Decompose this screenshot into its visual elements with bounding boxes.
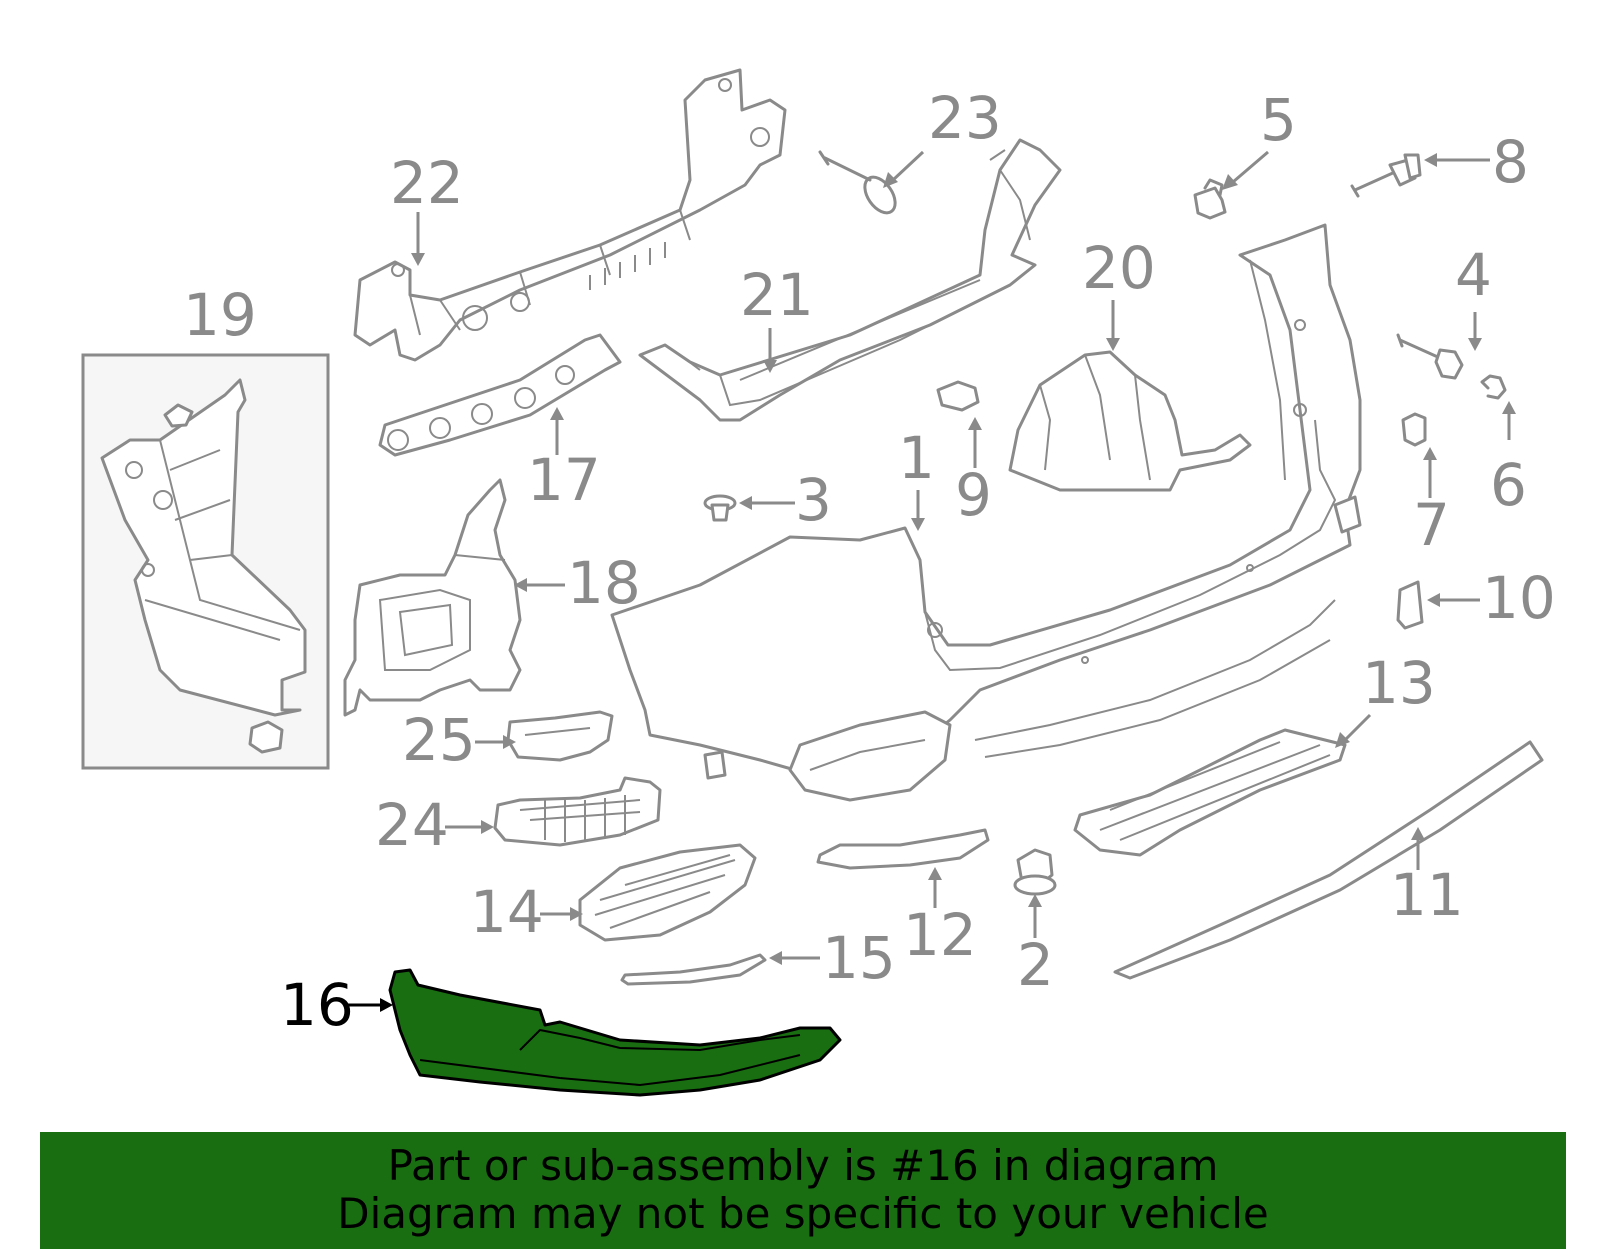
part-2-retainer[interactable] [1013, 848, 1057, 896]
callout-12: 12 [903, 901, 977, 969]
part-22-reinforcement[interactable] [353, 68, 787, 362]
part-13-skid[interactable] [1073, 728, 1347, 857]
part-14-grille[interactable] [578, 843, 757, 942]
part-12-reflector[interactable] [816, 828, 990, 870]
callout-1: 1 [898, 424, 935, 492]
callout-9: 9 [955, 461, 992, 529]
callout-2: 2 [1017, 931, 1054, 999]
callout-20: 20 [1082, 234, 1156, 302]
part-15-molding[interactable] [620, 953, 767, 986]
part-10-cap[interactable] [1396, 580, 1424, 630]
part-17-absorber[interactable] [378, 333, 622, 457]
callout-5: 5 [1260, 86, 1297, 154]
part-23-tow-hook[interactable] [818, 150, 901, 218]
callout-25: 25 [402, 706, 476, 774]
callout-4: 4 [1455, 241, 1492, 309]
callout-3: 3 [795, 466, 832, 534]
callout-labels: 22 23 5 8 19 21 20 4 17 1 9 3 6 7 18 10 … [183, 84, 1556, 1039]
callout-16: 16 [280, 971, 354, 1039]
callout-11: 11 [1390, 861, 1464, 929]
part-16-highlighted[interactable] [388, 968, 842, 1097]
callout-23: 23 [928, 84, 1002, 152]
part-7-clip[interactable] [1401, 412, 1427, 447]
banner-line-1: Part or sub-assembly is #16 in diagram [387, 1141, 1219, 1190]
callout-6: 6 [1490, 451, 1527, 519]
callout-22: 22 [390, 149, 464, 217]
part-19-inset[interactable] [81, 353, 330, 770]
callout-14: 14 [470, 878, 544, 946]
banner-line-2: Diagram may not be specific to your vehi… [337, 1189, 1269, 1238]
part-4-bolt[interactable] [1396, 333, 1464, 380]
part-18-side-bracket[interactable] [343, 478, 522, 717]
part-8-bolt[interactable] [1350, 153, 1422, 198]
callout-24: 24 [375, 791, 449, 859]
callout-10: 10 [1482, 564, 1556, 632]
part-3-push-pin[interactable] [703, 494, 737, 522]
callout-8: 8 [1492, 128, 1529, 196]
part-24-bracket[interactable] [493, 776, 662, 847]
part-1-bumper-cover[interactable] [610, 223, 1362, 802]
part-25-bracket[interactable] [506, 710, 614, 762]
part-6-clip[interactable] [1480, 374, 1507, 400]
part-21-bracket[interactable] [638, 138, 1062, 422]
leader-arrows [345, 150, 1516, 1012]
part-5-clip[interactable] [1193, 178, 1227, 220]
part-11-molding[interactable] [1113, 740, 1544, 980]
part-20-bracket[interactable] [1008, 350, 1252, 492]
callout-13: 13 [1362, 649, 1436, 717]
part-9-clip[interactable] [936, 380, 980, 412]
parts-diagram: 22 23 5 8 19 21 20 4 17 1 9 3 6 7 18 10 … [81, 68, 1556, 1097]
info-banner: Part or sub-assembly is #16 in diagram D… [40, 1132, 1566, 1249]
callout-19: 19 [183, 281, 257, 349]
callout-15: 15 [822, 924, 896, 992]
callout-17: 17 [527, 446, 601, 514]
callout-18: 18 [567, 549, 641, 617]
callout-21: 21 [740, 261, 814, 329]
callout-7: 7 [1413, 491, 1450, 559]
